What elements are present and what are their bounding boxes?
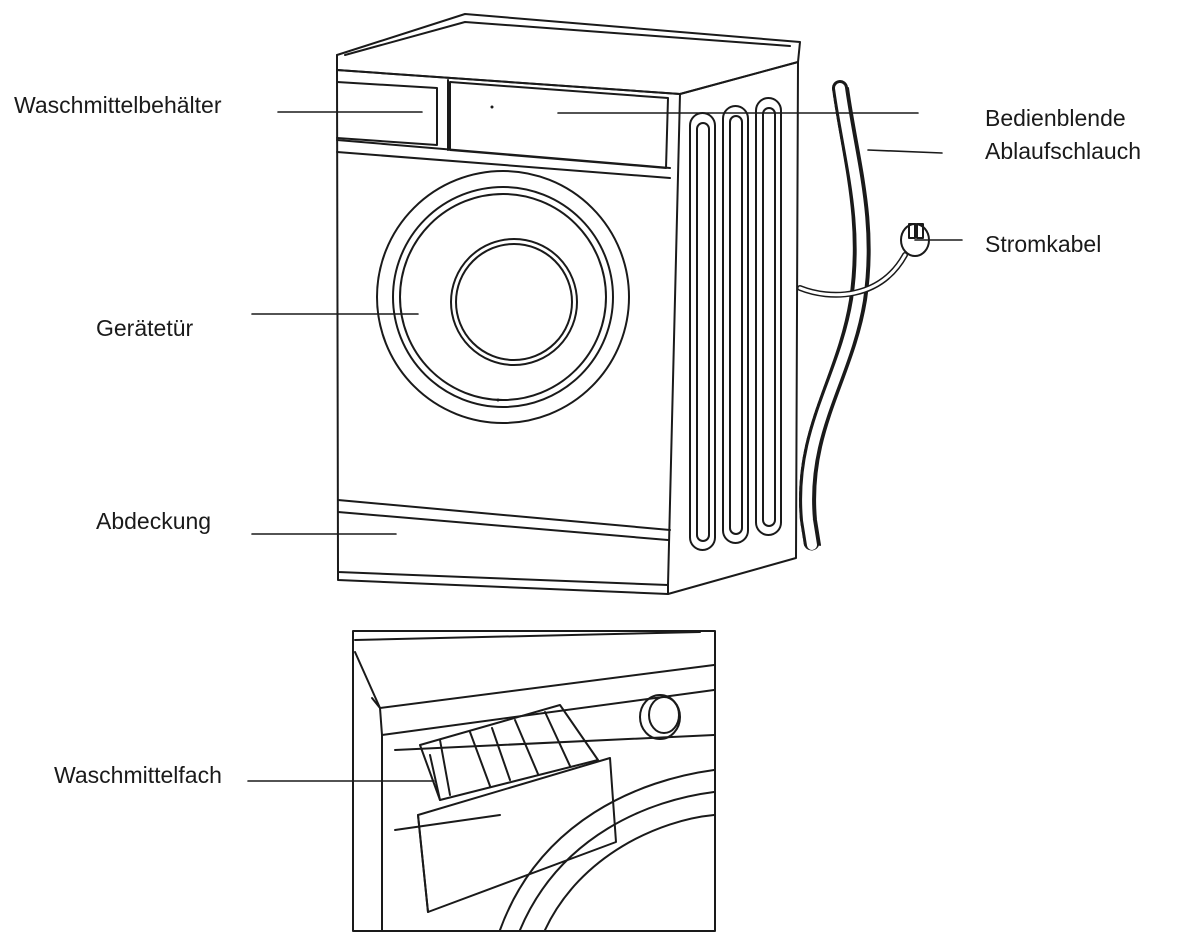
machine-door	[376, 170, 630, 424]
side-ribs	[689, 97, 782, 551]
detergent-drawer	[417, 704, 617, 913]
label-door: Gerätetür	[96, 315, 194, 341]
machine-side	[667, 61, 799, 595]
label-detergent-container: Waschmittelbehälter	[14, 92, 222, 118]
label-drain-hose: Ablaufschlauch	[985, 138, 1141, 164]
leader-drain-hose	[867, 149, 943, 154]
control-panel	[449, 81, 669, 169]
machine-body	[336, 13, 801, 595]
label-power-cable: Stromkabel	[985, 231, 1102, 257]
machine-cover	[337, 499, 671, 531]
machine-top	[336, 13, 801, 95]
leader-lines	[247, 111, 963, 782]
machine-front	[336, 69, 681, 586]
power-cable	[797, 223, 930, 298]
inset-drawing	[354, 631, 715, 931]
label-detergent-drawer: Waschmittelfach	[54, 762, 222, 788]
label-cover: Abdeckung	[96, 508, 212, 534]
detergent-container	[336, 81, 438, 146]
drain-hose	[799, 80, 871, 553]
label-control-panel: Bedienblende	[985, 105, 1126, 131]
